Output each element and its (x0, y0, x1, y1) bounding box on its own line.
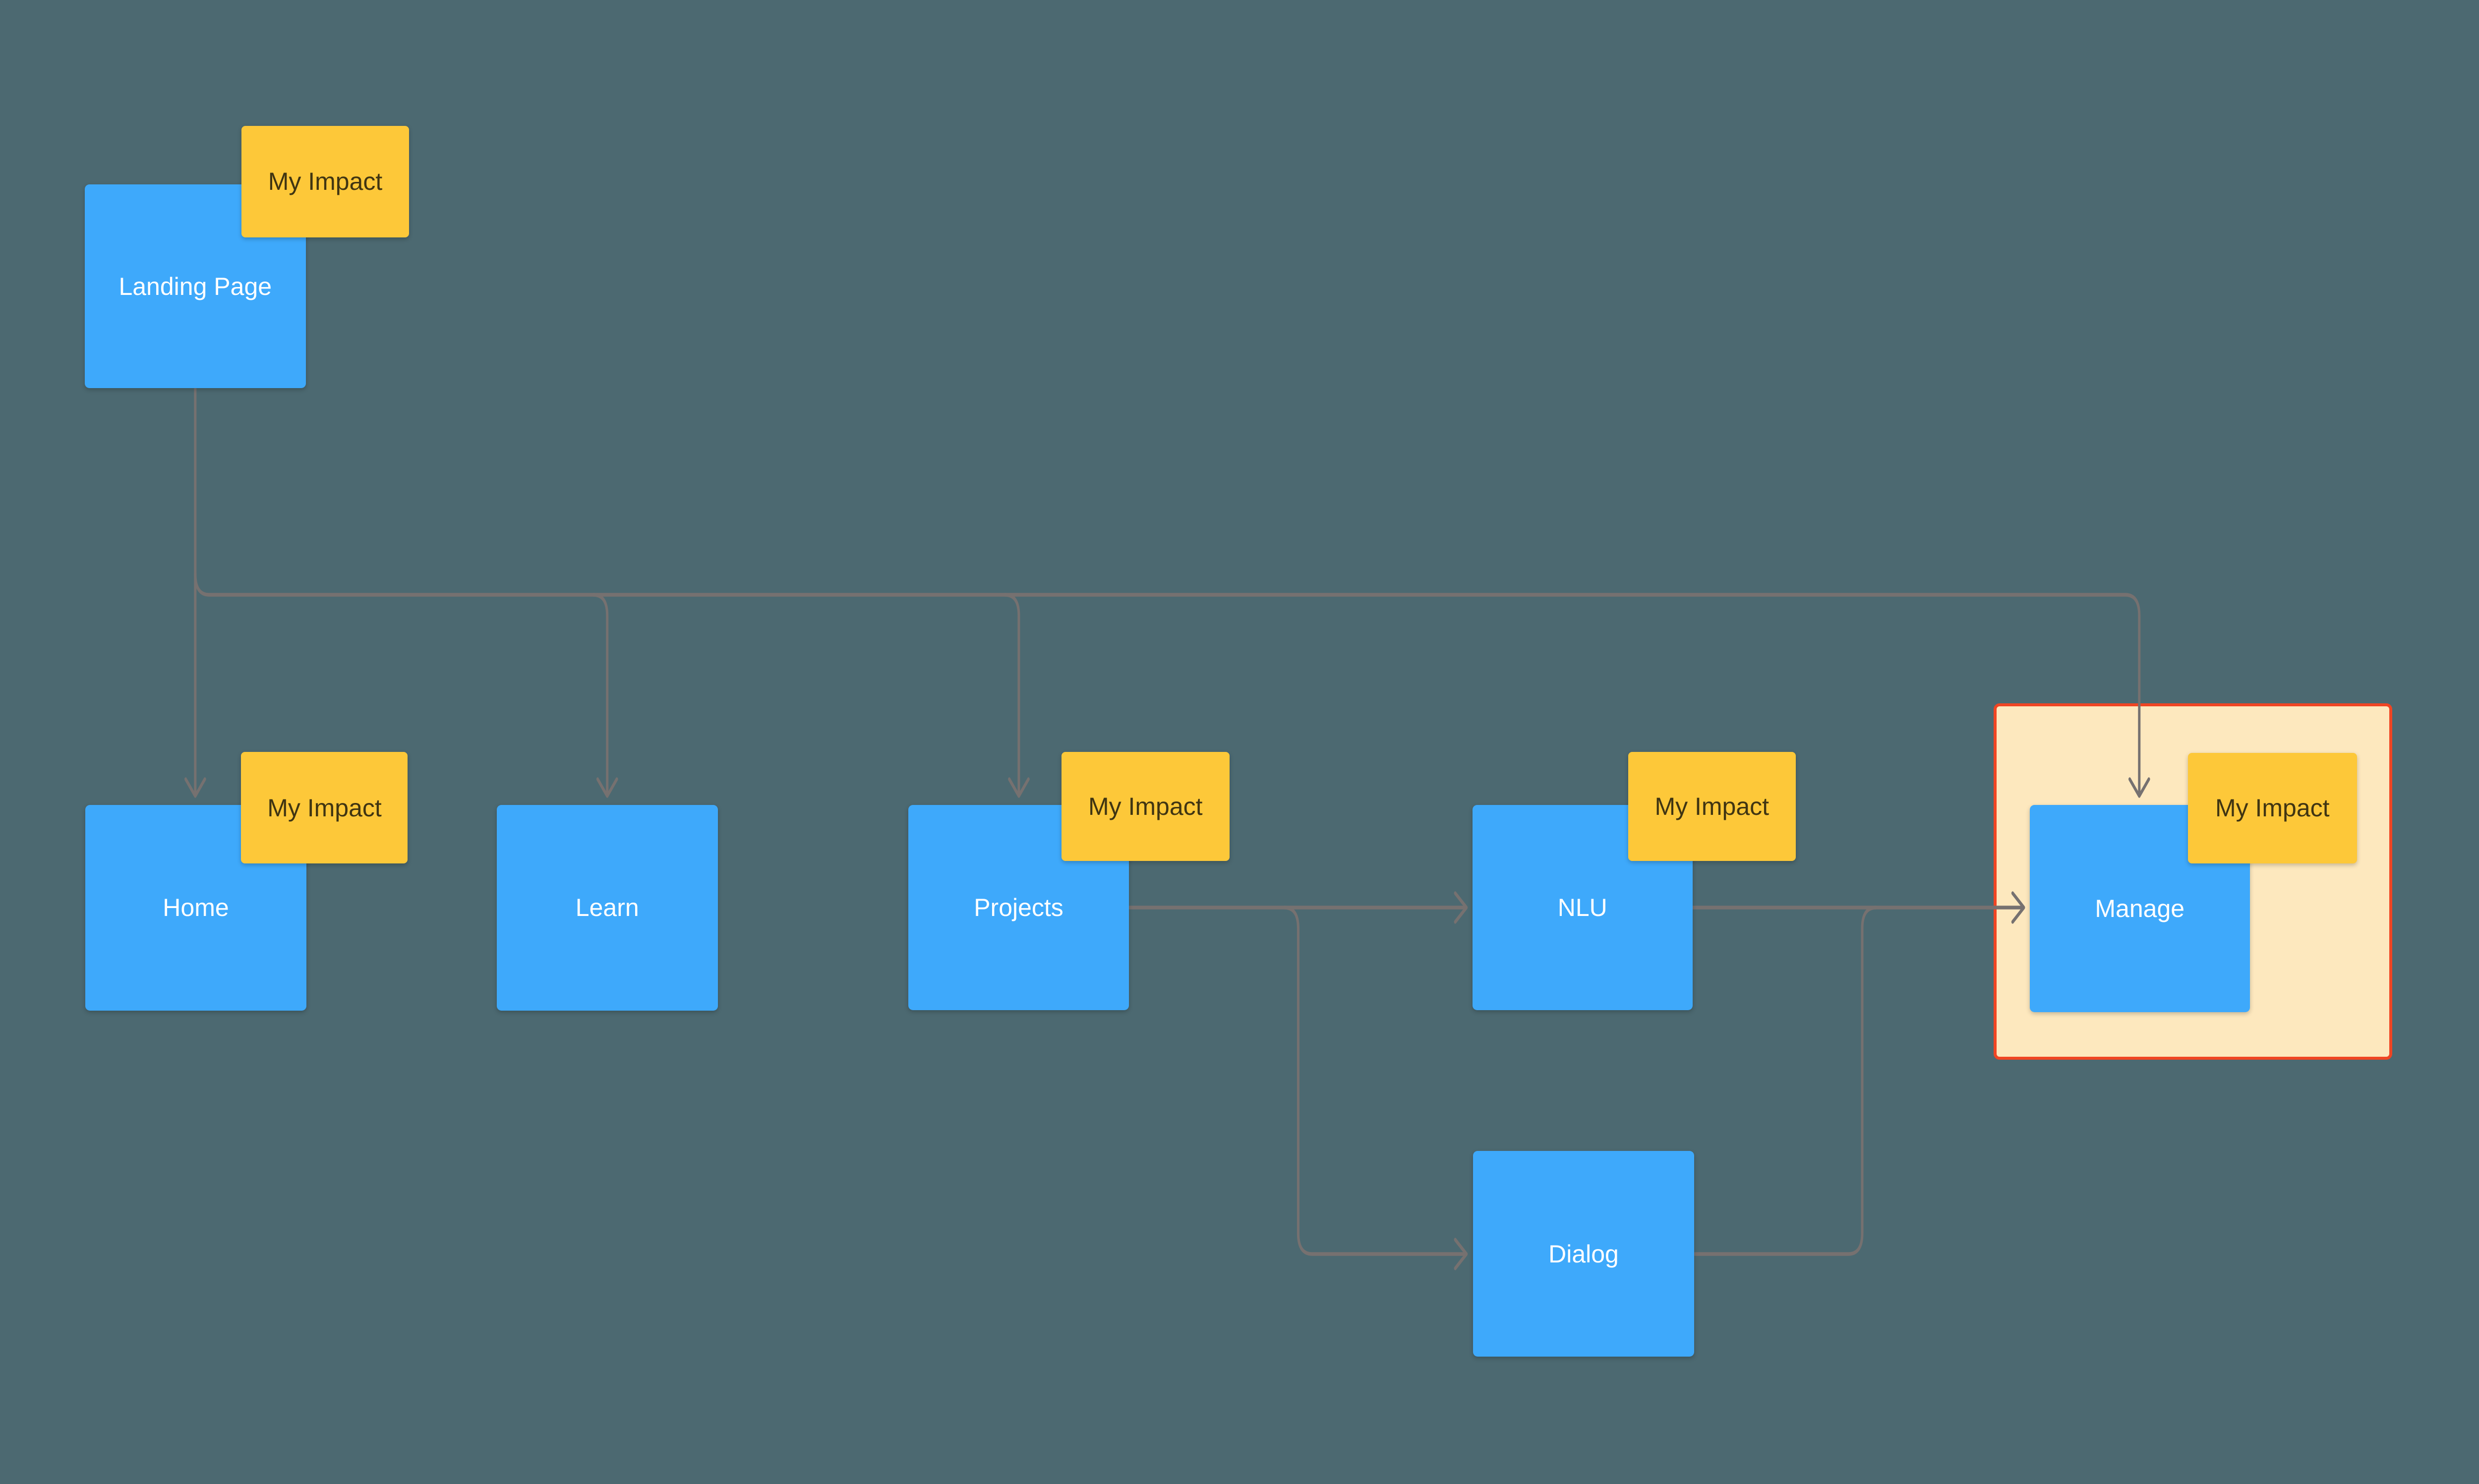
badge-my-impact-nlu[interactable]: My Impact (1628, 752, 1796, 861)
node-learn-label: Learn (575, 894, 639, 922)
badge-my-impact-manage[interactable]: My Impact (2187, 752, 2357, 863)
connector-dialog-manage[interactable] (1693, 906, 1878, 1256)
connector-projects-nlu[interactable] (1128, 891, 1468, 924)
badge-my-impact-manage-label: My Impact (2215, 794, 2330, 822)
connector-nlu-manage[interactable] (1692, 891, 2025, 924)
badge-my-impact-home[interactable]: My Impact (241, 752, 408, 864)
badge-my-impact-projects[interactable]: My Impact (1062, 752, 1230, 861)
arrowhead-down-projects (1008, 777, 1030, 798)
connector-landing-projects[interactable] (1003, 593, 1030, 798)
node-nlu-label: NLU (1557, 893, 1607, 921)
arrowhead-down-home (184, 777, 206, 798)
node-dialog[interactable]: Dialog (1473, 1151, 1695, 1357)
node-learn[interactable]: Learn (497, 804, 718, 1011)
arrowhead-down-learn (596, 777, 618, 798)
node-landing-page-label: Landing Page (118, 272, 272, 300)
connector-landing-home[interactable] (184, 387, 206, 798)
badge-my-impact-home-label: My Impact (267, 794, 382, 822)
badge-my-impact-nlu-label: My Impact (1654, 793, 1770, 821)
arrowhead-right-dialog (1454, 1238, 1468, 1270)
node-home-label: Home (163, 894, 229, 922)
arrowhead-right-nlu (1454, 891, 1468, 924)
badge-my-impact-landing[interactable]: My Impact (241, 125, 409, 238)
badge-my-impact-projects-label: My Impact (1088, 793, 1203, 821)
badge-my-impact-landing-label: My Impact (268, 168, 383, 196)
node-dialog-label: Dialog (1548, 1240, 1619, 1268)
connector-landing-learn[interactable] (592, 593, 618, 798)
node-projects-label: Projects (974, 893, 1063, 921)
node-manage-label: Manage (2095, 894, 2185, 922)
connector-projects-dialog[interactable] (1283, 906, 1468, 1270)
